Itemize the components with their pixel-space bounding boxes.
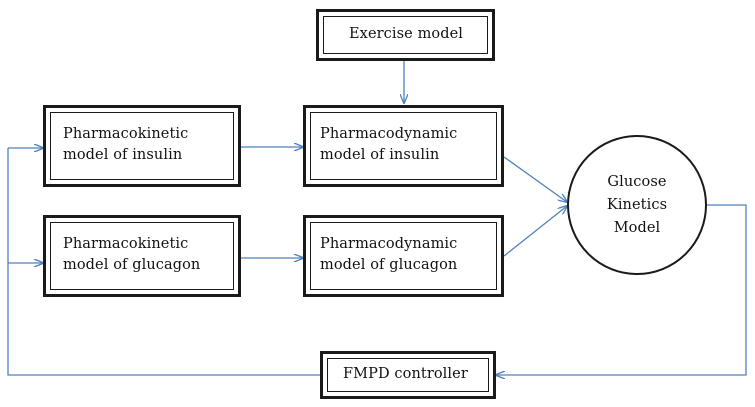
pd-glucagon-box: Pharmacodynamic model of glucagon (303, 215, 504, 297)
pd-insulin-label: Pharmacodynamic model of insulin (320, 126, 458, 163)
glucose-kinetics-circle: Glucose Kinetics Model (567, 135, 707, 275)
glucose-kinetics-label: Glucose Kinetics Model (606, 173, 668, 236)
fmpd-controller-label: FMPD controller (343, 366, 468, 382)
exercise-model-box: Exercise model (316, 9, 495, 61)
line-controller-feedback (7, 148, 320, 376)
pd-glucagon-label: Pharmacodynamic model of glucagon (320, 236, 458, 273)
pk-glucagon-box: Pharmacokinetic model of glucagon (43, 215, 241, 297)
arrow-pd-insulin-to-glucose (503, 156, 567, 202)
pk-insulin-box: Pharmacokinetic model of insulin (43, 105, 241, 187)
pk-insulin-label: Pharmacokinetic model of insulin (63, 126, 189, 163)
exercise-model-label: Exercise model (349, 26, 464, 42)
arrow-pd-glucagon-to-glucose (503, 206, 567, 257)
pd-insulin-box: Pharmacodynamic model of insulin (303, 105, 504, 187)
arrow-glucose-to-controller (496, 204, 747, 375)
pk-glucagon-label: Pharmacokinetic model of glucagon (63, 236, 201, 273)
fmpd-controller-box: FMPD controller (320, 351, 496, 399)
